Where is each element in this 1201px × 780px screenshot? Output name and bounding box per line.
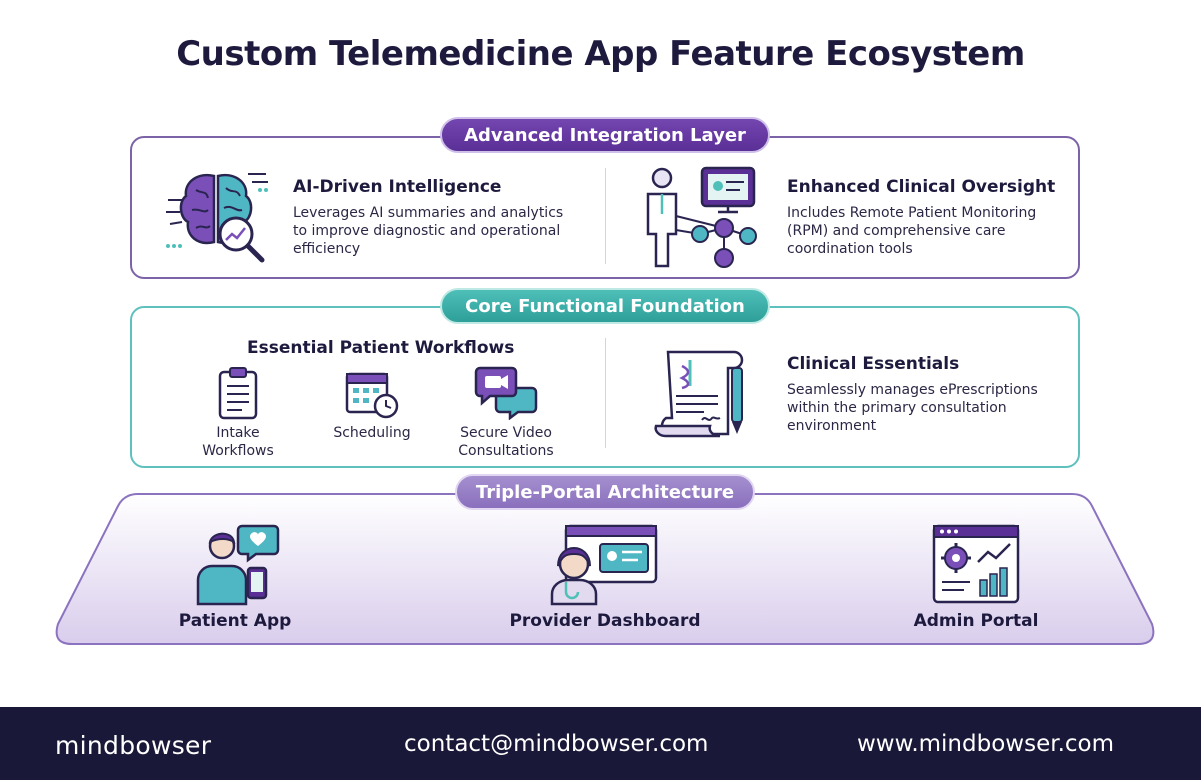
brand-logo: mindbowser bbox=[55, 731, 212, 760]
video-chat-icon bbox=[474, 366, 538, 420]
clinical-oversight-title: Enhanced Clinical Oversight bbox=[787, 177, 1056, 197]
workflow-item-video: Secure Video Consultations bbox=[458, 425, 554, 459]
admin-analytics-icon bbox=[932, 524, 1020, 604]
patient-phone-icon bbox=[196, 524, 280, 606]
brain-analytics-icon bbox=[166, 173, 268, 263]
portal-provider-dashboard: Provider Dashboard bbox=[509, 611, 701, 631]
core-divider bbox=[605, 338, 606, 448]
patient-workflows-title: Essential Patient Workflows bbox=[247, 338, 515, 358]
advanced-integration-label: Advanced Integration Layer bbox=[440, 117, 770, 153]
advanced-divider bbox=[605, 168, 606, 264]
provider-dashboard-icon bbox=[550, 524, 658, 606]
page-title: Custom Telemedicine App Feature Ecosyste… bbox=[176, 34, 1025, 74]
ai-intelligence-title: AI-Driven Intelligence bbox=[293, 177, 502, 197]
workflow-item-scheduling: Scheduling bbox=[333, 425, 411, 441]
workflow-item-intake: Intake Workflows bbox=[202, 425, 274, 459]
prescription-scroll-icon bbox=[654, 350, 744, 438]
clinical-essentials-title: Clinical Essentials bbox=[787, 354, 960, 374]
calendar-clock-icon bbox=[345, 372, 399, 419]
clinical-essentials-desc: Seamlessly manages ePrescriptions within… bbox=[787, 382, 1038, 434]
footer-bar: mindbowser contact@mindbowser.com www.mi… bbox=[0, 707, 1201, 780]
portal-patient-app: Patient App bbox=[178, 611, 292, 631]
website-link[interactable]: www.mindbowser.com bbox=[857, 731, 1114, 757]
contact-email-link[interactable]: contact@mindbowser.com bbox=[404, 731, 709, 757]
portal-admin: Admin Portal bbox=[913, 611, 1039, 631]
portal-architecture-label: Triple-Portal Architecture bbox=[455, 474, 755, 510]
ai-intelligence-desc: Leverages AI summaries and analytics to … bbox=[293, 205, 564, 257]
clipboard-icon bbox=[218, 367, 258, 420]
remote-monitoring-icon bbox=[646, 166, 757, 268]
core-foundation-label: Core Functional Foundation bbox=[440, 288, 770, 324]
clinical-oversight-desc: Includes Remote Patient Monitoring (RPM)… bbox=[787, 205, 1037, 257]
